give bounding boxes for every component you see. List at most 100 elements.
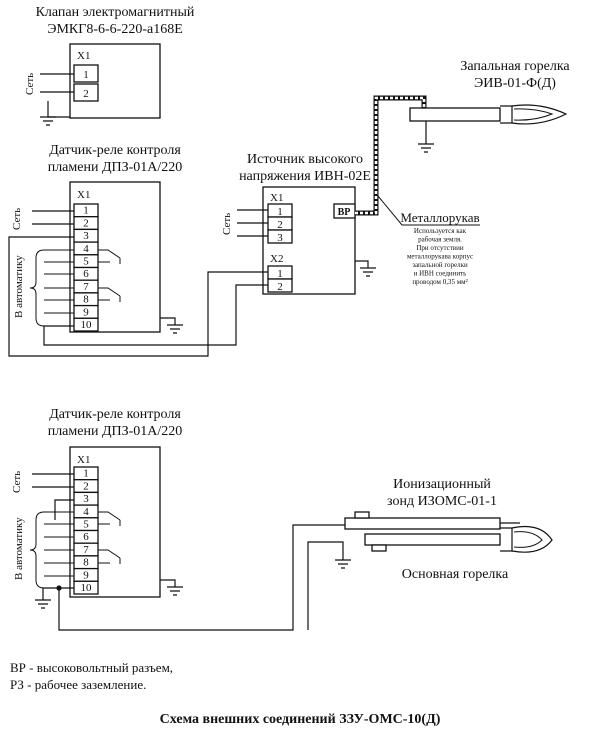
probe-mount [354,511,370,519]
sleeve-note-line: металлорукава корпус [407,253,473,261]
ground-icon [418,143,434,153]
ground-icon [35,599,51,609]
terminal-label: 2 [83,217,89,229]
sensor-bottom-side-label: Сеть [11,471,23,493]
terminal-cell [73,317,99,332]
ground-icon [335,559,351,569]
sensor-top-power-wires [32,210,74,225]
sensor-top-connector-label: Х1 [77,189,90,201]
terminal-label: 10 [81,582,93,594]
main-burner-nozzle [500,527,513,552]
hv-cable [355,95,427,216]
diagram-title: Схема внешних соединений ЗЗУ-ОМС-10(Д) [160,712,441,727]
valve-connector-label: Х1 [77,50,90,62]
hv-side-label: Сеть [221,213,233,235]
hv-ground-wire [355,260,369,268]
sleeve-title: Металлорукав [400,210,479,225]
terminal-label: 10 [81,319,93,331]
probe-title-line2: зонд ИЗОМС-01-1 [387,494,497,509]
terminal-label: 4 [83,243,89,255]
hv-connector1-label: Х1 [270,192,283,204]
hv-connector2-label: Х2 [270,253,283,265]
terminal-label: 1 [83,205,89,217]
sensor-top-auto-brace [29,249,45,327]
main-burner-body [364,533,501,546]
terminal-label: 7 [83,544,89,556]
hv-title-line1: Источник высокого [247,152,363,167]
flame-icon [511,525,553,553]
sleeve-note-line: запальной горелки [412,261,468,269]
sensor-bottom-auto-label: В автоматику [13,517,25,580]
probe-title-line1: Ионизационный [393,477,491,492]
valve-title-line2: ЭМКГ8-6-6-220-а168Е [47,22,183,37]
hv-title-line2: напряжения ИВН-02Е [239,169,371,184]
sensor-bottom-auto-wires [44,511,74,577]
pilot-burner-nozzle [500,105,513,124]
main-burner-mount [371,544,387,552]
valve-terminal-label: 2 [83,88,89,100]
sensor-bottom-power-wires [32,473,74,488]
hv-terminal-label: 2 [277,219,283,231]
terminal-label: 8 [83,294,89,306]
terminal-label: 3 [83,230,89,242]
sleeve-note-line: При отсутствии [416,244,463,252]
pilot-title-line2: ЭИВ-01-Ф(Д) [474,76,556,91]
valve-ground-wire [47,101,70,118]
sensor-bottom-block: Датчик-реле контроля пламени ДПЗ-01А/220… [11,407,183,609]
sensor-bottom-pz-wire [42,587,74,600]
terminal-label: 1 [83,468,89,480]
valve-block: Клапан электромагнитный ЭМКГ8-6-6-220-а1… [24,5,195,126]
wire-sensor3-stub [54,499,74,520]
flame-icon [511,104,568,125]
ground-icon [40,116,56,126]
sensor-top-ground-wire [160,317,176,325]
flame-icon [513,531,543,548]
sleeve-leader-line [377,195,480,226]
terminal-label: 6 [83,531,89,543]
sleeve-note-line: проводом 0,35 мм² [412,278,467,286]
wire-sensor3-to-hv-x2-1 [8,236,268,357]
hv-terminal-label: 2 [277,281,283,293]
sensor-top-title-line2: пламени ДПЗ-01А/220 [48,160,183,175]
main-burner-block: Основная горелка [335,525,553,582]
valve-title-line1: Клапан электромагнитный [36,5,195,20]
hv-terminal-label: 1 [277,268,283,280]
terminal-label: 7 [83,281,89,293]
relay-contact-icon [98,249,121,264]
pilot-burner: Запальная горелка ЭИВ-01-Ф(Д) [409,59,570,153]
terminal-label: 9 [83,306,89,318]
probe-body [344,517,501,530]
sensor-bottom-title-line2: пламени ДПЗ-01А/220 [48,424,183,439]
terminal-label: 5 [83,256,89,268]
hv-power-wires [237,209,268,237]
valve-terminal-label: 1 [83,69,89,81]
sensor-bottom-ground-wire [160,579,176,587]
hv-source-block: Источник высокого напряжения ИВН-02Е Х1 … [221,152,376,295]
ground-icon [167,324,183,334]
sleeve-note-line: Используется как [414,227,467,235]
terminal-label: 5 [83,519,89,531]
legend-line: ВР - высоковольтный разъем, [10,660,173,675]
relay-contact-icon [98,287,121,302]
hv-terminal-label: 1 [277,206,283,218]
sensor-bottom-auto-brace [29,511,45,589]
terminal-label: 9 [83,569,89,581]
sensor-bottom-title-line1: Датчик-реле контроля [49,407,181,422]
sensor-top-side-label: Сеть [11,208,23,230]
sensor-top-auto-label: В автоматику [13,255,25,318]
main-burner-title: Основная горелка [402,567,509,582]
sleeve-note-line: рабочая земля. [418,236,462,244]
relay-contact-icon [98,549,121,564]
terminal-label: 6 [83,268,89,280]
sensor-top-block: Датчик-реле контроля пламени ДПЗ-01А/220… [11,143,183,334]
hv-terminal-label: 3 [277,232,283,244]
terminal-label: 4 [83,506,89,518]
probe-block: Ионизационный зонд ИЗОМС-01-1 [344,477,520,530]
terminal-label: 3 [83,493,89,505]
terminal-label: 2 [83,480,89,492]
pilot-title-line1: Запальная горелка [460,59,570,74]
